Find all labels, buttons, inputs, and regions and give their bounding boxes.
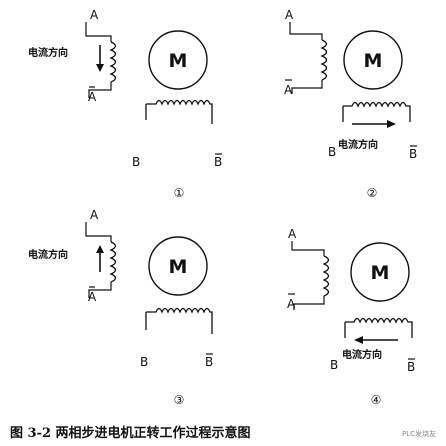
winding-b-coil: [342, 101, 411, 122]
winding-a-coil: [322, 255, 330, 297]
label-a-bar: A: [284, 83, 293, 97]
panel-number-2: ②: [367, 186, 378, 200]
motor-circle: [148, 236, 208, 296]
watermark: PLC发烧友: [402, 429, 436, 438]
figure-caption: 图 3-2 两相步进电机正转工作过程示意图: [10, 425, 251, 441]
label-b-bar: B: [407, 360, 415, 374]
label-b-bar: B: [205, 355, 213, 369]
winding-a-coil: [320, 39, 328, 81]
winding-a-bottom-lead: [88, 82, 112, 98]
current-arrow-head: [96, 245, 104, 253]
current-direction-label: 电流方向: [28, 46, 68, 59]
motor-circle: [343, 30, 403, 90]
motor-label: M: [169, 256, 188, 278]
winding-a-bottom-lead: [293, 296, 325, 310]
winding-b-coil: [145, 99, 213, 124]
label-b-bar: B: [214, 155, 222, 169]
label-a: A: [90, 8, 99, 22]
winding-a-coil: [109, 241, 117, 283]
label-b: B: [330, 358, 338, 372]
winding-a-bottom-lead: [88, 282, 112, 298]
current-arrow-head: [354, 336, 363, 344]
label-a-bar: A: [287, 297, 296, 311]
current-arrow-head: [387, 120, 396, 128]
label-a: A: [285, 8, 294, 22]
current-direction-label: 电流方向: [28, 248, 68, 261]
winding-a-top-lead: [289, 22, 323, 40]
panel-3: A A 电流方向 M B B ③: [28, 208, 213, 407]
panel-2: A A M B 电流方向 B ②: [284, 8, 417, 200]
label-a: A: [90, 208, 99, 222]
current-direction-label: 电流方向: [338, 138, 378, 151]
label-b: B: [132, 155, 140, 169]
current-direction-label: 电流方向: [342, 348, 382, 361]
motor-label: M: [364, 50, 383, 72]
winding-b-coil: [145, 307, 213, 334]
winding-a-coil: [109, 41, 117, 83]
label-a: A: [288, 227, 297, 241]
label-a-bar: A: [88, 90, 97, 104]
winding-a-top-lead: [85, 222, 112, 242]
winding-a-bottom-lead: [291, 80, 323, 94]
panel-number-4: ④: [371, 393, 382, 407]
motor-circle: [148, 30, 208, 90]
motor-label: M: [371, 262, 390, 284]
panel-1: A A 电流方向 M B B ①: [28, 8, 222, 200]
panel-number-3: ③: [174, 393, 185, 407]
current-arrow-head: [96, 64, 104, 72]
label-b-bar: B: [409, 147, 417, 161]
panel-4: A A M B 电流方向 B ④: [287, 227, 415, 407]
panel-number-1: ①: [174, 186, 185, 200]
winding-b-coil: [344, 317, 413, 338]
label-a-bar: A: [88, 290, 97, 304]
winding-a-top-lead: [85, 22, 112, 42]
label-b: B: [140, 355, 148, 369]
motor-circle: [350, 242, 410, 302]
label-b: B: [328, 145, 336, 159]
motor-label: M: [169, 50, 188, 72]
winding-a-top-lead: [291, 241, 325, 256]
